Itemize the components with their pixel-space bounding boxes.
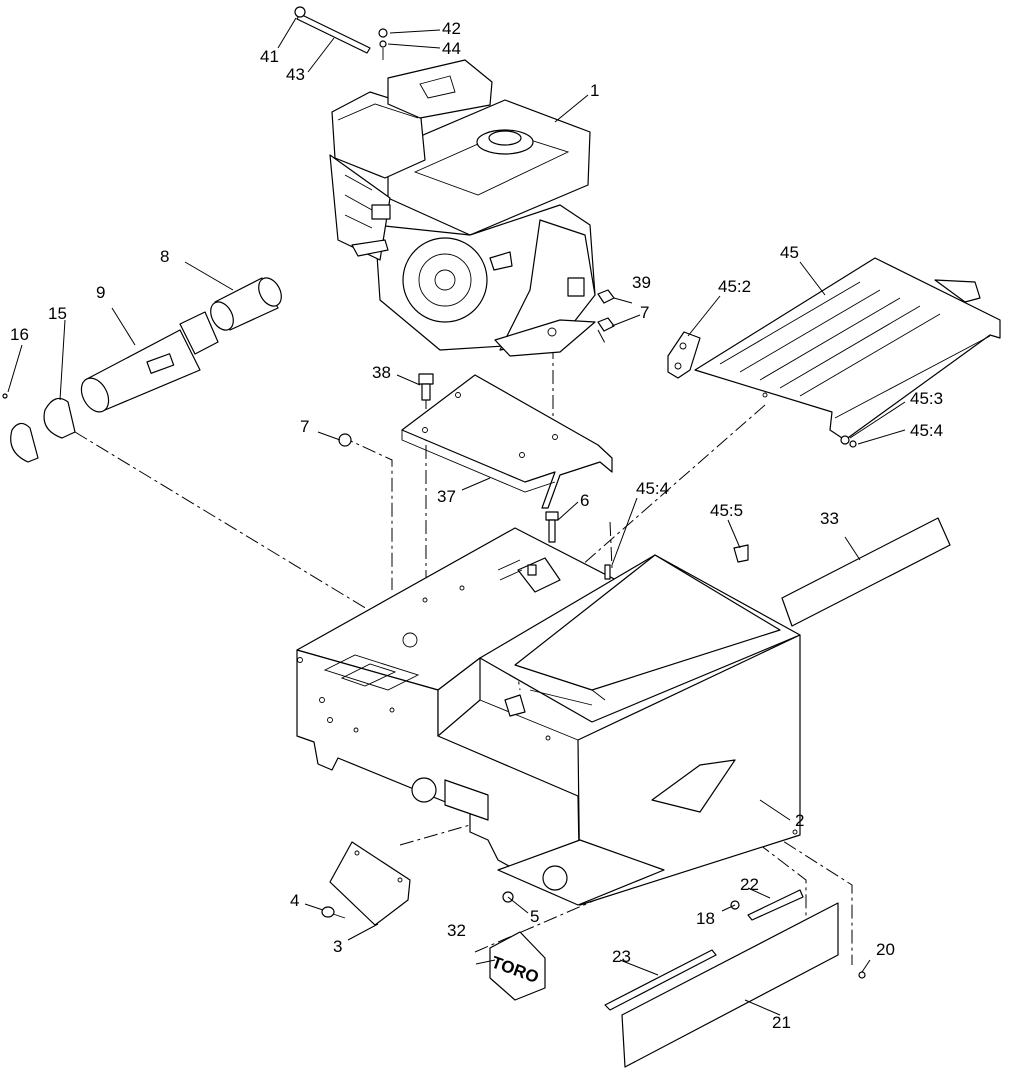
exhaust-parts	[2, 277, 282, 463]
callout-23: 23	[612, 947, 631, 966]
callout-15: 15	[48, 304, 67, 323]
engine	[329, 59, 596, 357]
engine-mount-plate	[401, 374, 613, 509]
callout-5: 5	[530, 907, 539, 926]
callout-42: 42	[442, 19, 461, 38]
bolt-38	[418, 373, 434, 401]
callout-6: 6	[580, 491, 589, 510]
callout-45: 45	[780, 243, 799, 262]
leader-lines	[7, 17, 906, 1016]
callout-2: 2	[795, 811, 804, 830]
callout-4: 4	[290, 891, 299, 910]
fasteners-45	[604, 435, 857, 580]
callout-38: 38	[372, 363, 391, 382]
toro-logo-badge: TORO	[489, 931, 546, 1001]
callout-8: 8	[160, 247, 169, 266]
chassis-frame	[296, 527, 801, 906]
callout-33: 33	[820, 509, 839, 528]
callout-7-left: 7	[300, 417, 309, 436]
callout-45-2: 45:2	[718, 277, 751, 296]
callout-45-4-left: 45:4	[636, 479, 669, 498]
callout-37: 37	[437, 487, 456, 506]
callout-21: 21	[772, 1013, 791, 1032]
callout-3: 3	[333, 937, 342, 956]
callout-45-3: 45:3	[910, 389, 943, 408]
callout-labels: 1 2 3 4 5 6 7 7 8 9 15 16 18 20 21 22 23…	[10, 19, 943, 1032]
callout-44: 44	[442, 39, 461, 58]
callout-41: 41	[260, 47, 279, 66]
callout-45-5: 45:5	[710, 501, 743, 520]
callout-7-right: 7	[640, 303, 649, 322]
callout-32: 32	[447, 921, 466, 940]
bolt-6	[545, 511, 559, 543]
callout-22: 22	[740, 875, 759, 894]
shield-3	[321, 841, 514, 926]
callout-39: 39	[632, 273, 651, 292]
callout-20: 20	[876, 940, 895, 959]
latch-45-2	[667, 331, 701, 379]
callout-1: 1	[590, 81, 599, 100]
callout-45-4-right: 45:4	[910, 421, 943, 440]
callout-18: 18	[696, 909, 715, 928]
callout-16: 16	[10, 325, 29, 344]
skirt-assembly	[604, 889, 866, 1068]
strip-33	[781, 517, 951, 627]
deflector-tray	[694, 257, 1001, 441]
callout-9: 9	[96, 283, 105, 302]
fuel-line-assembly	[294, 6, 388, 60]
callout-43: 43	[286, 65, 305, 84]
